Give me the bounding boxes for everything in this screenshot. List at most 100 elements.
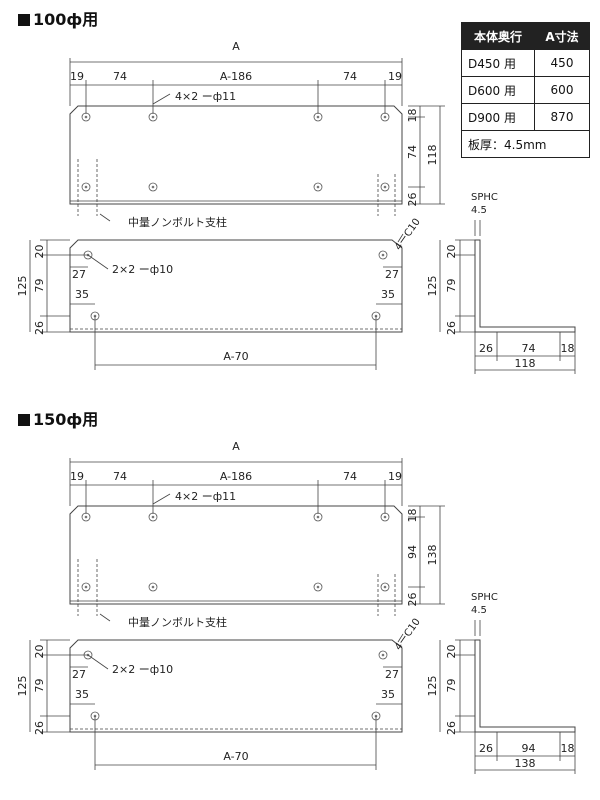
dim-profile-w-label: 94 [522,742,536,755]
dim-profile-h-total-label: 125 [426,276,439,297]
dim-top-label: 74 [343,470,357,483]
dim-right-label: 94 [406,545,419,559]
spec-cell: D600 用 [461,76,535,104]
dim-right-label: 18 [406,509,419,523]
bolt-hole-center [151,515,155,519]
bolt-hole-center [383,585,387,589]
chamfer-label: 4ーC10 [393,217,423,253]
dim-left-label: 20 [33,645,46,659]
bolt-hole-center [151,585,155,589]
bolt-hole-center [316,515,320,519]
dim-left-total-label: 125 [16,676,29,697]
bolt-hole [313,112,323,122]
bolt-hole-center [381,253,385,257]
leader-line [87,254,109,270]
plate-top-view [69,105,403,205]
dim-profile-w-total-label: 118 [515,357,536,370]
spec-table: 本体奥行 A寸法 D450 用 450 D600 用 600 D900 用 87… [461,22,590,158]
table-row: D450 用 450 [461,49,590,77]
dim-top-label: 74 [113,70,127,83]
dim-left-label: 79 [33,679,46,693]
bolt-hole [313,512,323,522]
bolt-hole-center [383,185,387,189]
spec-cell: 450 [534,49,590,77]
dim-profile-w-label: 74 [522,342,536,355]
leader-line [397,633,404,643]
l-profile [474,639,576,733]
dim-left-label: 20 [33,245,46,259]
dim-top-label: 19 [70,70,84,83]
bolt-hole [380,512,390,522]
dim-top-label: 74 [343,70,357,83]
table-row: D600 用 600 [461,76,590,104]
bolt-hole [313,182,323,192]
dim-bottom-label: A-70 [223,750,248,763]
bolt-label: 中量ノンボルト支柱 [128,615,227,629]
spec-note: 板厚：4.5mm [461,130,590,158]
thickness-label: 4.5 [471,605,487,616]
dim-profile-h-label: 79 [445,679,458,693]
bolt-hole [380,182,390,192]
table-row: 板厚：4.5mm [461,130,590,158]
bolt-hole-center [316,115,320,119]
dim-top-label: 19 [70,470,84,483]
bolt-hole [378,650,388,660]
leader-line [397,233,404,243]
thickness-label: 4.5 [471,205,487,216]
dim-top-label: 19 [388,470,402,483]
bolt-hole-center [84,515,88,519]
leader-line [99,613,111,622]
bolt-hole [380,582,390,592]
plate-side-view [69,639,403,733]
dim-left-label: 26 [33,321,46,335]
section-title-100: 100ф用 [18,6,98,30]
dim-inset-label: 27 [385,668,399,681]
dim-right-total-label: 138 [426,545,439,566]
dim-profile-h-label: 79 [445,279,458,293]
dim-left-total-label: 125 [16,276,29,297]
bolt-hole-center [383,515,387,519]
l-profile [474,239,576,333]
leader-line [87,654,109,670]
dim-inset-label: 27 [72,668,86,681]
dim-profile-h-total-label: 125 [426,676,439,697]
dim-a-label: A [232,440,240,453]
dim-top-label: 74 [113,470,127,483]
dim-right-label: 74 [406,145,419,159]
dim-left-label: 26 [33,721,46,735]
dim-top-label: A-186 [220,70,252,83]
material-label: SPHC [471,192,498,203]
dim-right-total-label: 118 [426,145,439,166]
bolt-hole [81,582,91,592]
bolt-hole [148,582,158,592]
bolt-hole [148,512,158,522]
dim-inset-label: 35 [381,288,395,301]
square-bullet-icon [18,414,30,426]
bolt-hole-center [316,185,320,189]
spec-cell: 870 [534,103,590,131]
bolt-hole [380,112,390,122]
leader-line [99,213,111,222]
dim-profile-h-label: 26 [445,721,458,735]
bolt-hole [81,512,91,522]
chamfer-label: 4ーC10 [393,617,423,653]
dim-inset-label: 35 [381,688,395,701]
dim-bottom-label: A-70 [223,350,248,363]
dim-profile-w-label: 26 [479,342,493,355]
dim-profile-h-label: 20 [445,645,458,659]
dim-inset-label: 35 [75,688,89,701]
spec-header-depth: 本体奥行 [461,22,535,50]
dim-profile-w-total-label: 138 [515,757,536,770]
spec-cell: 600 [534,76,590,104]
bolt-hole [148,112,158,122]
bolt-hole-center [381,653,385,657]
bolt-hole-center [316,585,320,589]
bolt-hole-center [84,185,88,189]
leader-line [152,93,171,105]
bolt-hole [81,182,91,192]
plate-side-view [69,239,403,333]
spec-table-header: 本体奥行 A寸法 [461,22,590,50]
dim-inset-label: 35 [75,288,89,301]
plate-top-view [69,505,403,605]
